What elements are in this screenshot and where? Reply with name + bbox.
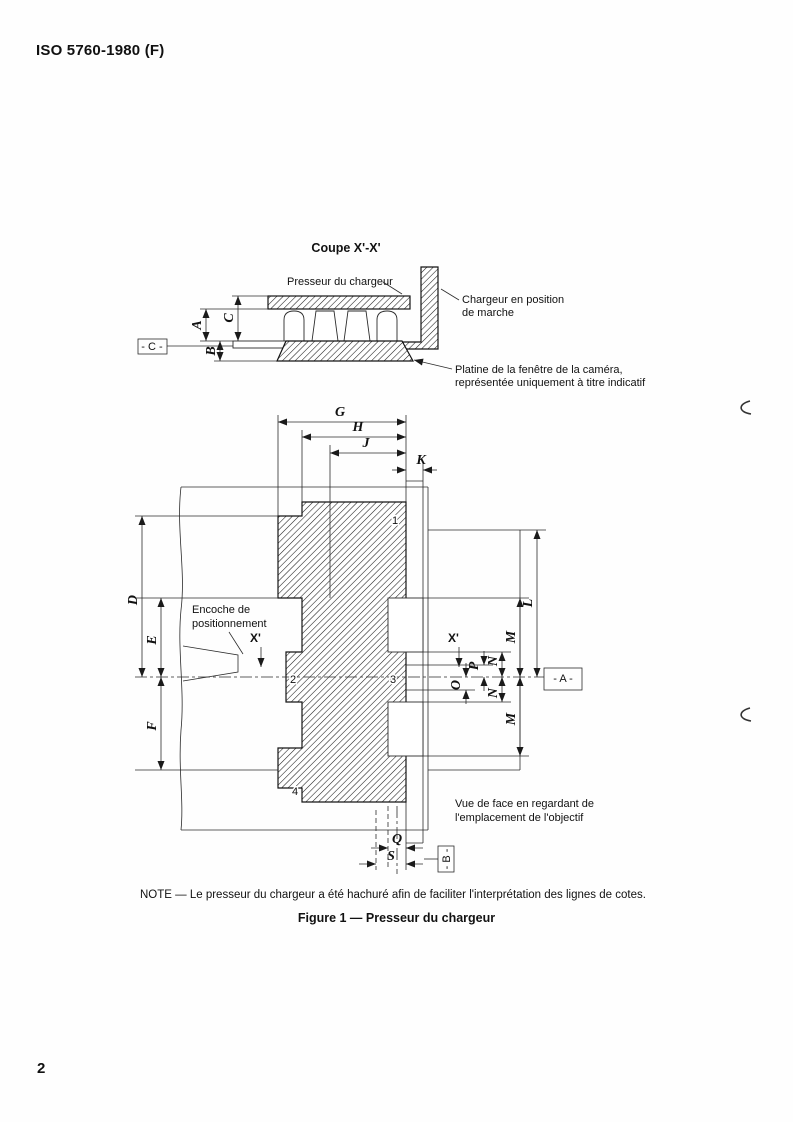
datum-a-box xyxy=(543,667,583,691)
presseur-leader-line xyxy=(382,281,403,295)
platine-label-line2: représentée uniquement à titre indicatif xyxy=(455,377,646,389)
dim-label-m-lower: M xyxy=(504,712,519,726)
positioning-notch xyxy=(182,645,239,682)
page-number: 2 xyxy=(37,1060,46,1077)
dim-label-c: C xyxy=(222,313,237,323)
dim-label-b: B xyxy=(204,346,219,356)
datum-a-label: - A - xyxy=(553,673,573,685)
top-extension-lines xyxy=(277,415,424,516)
dim-label-s: S xyxy=(387,849,395,864)
vue-label-line1: Vue de face en regardant de xyxy=(455,798,594,810)
datum-b-label: - B - xyxy=(441,848,453,869)
base-lip xyxy=(232,340,287,349)
section-extension-lines xyxy=(200,295,277,362)
dim-label-l: L xyxy=(521,599,536,609)
dim-label-f: F xyxy=(145,721,160,732)
chargeur-label-line1: Chargeur en position xyxy=(462,294,564,306)
vue-label-line2: l'emplacement de l'objectif xyxy=(455,812,584,824)
section-marker-left: X' xyxy=(250,631,261,645)
section-view-title: Coupe X'-X' xyxy=(311,241,380,255)
figure-caption: Figure 1 — Presseur du chargeur xyxy=(297,911,496,925)
lower-window xyxy=(387,701,424,757)
right-extension-lines xyxy=(423,529,546,757)
presseur-label: Presseur du chargeur xyxy=(287,276,393,288)
dim-label-h: H xyxy=(352,420,365,435)
part-number-3: 3 xyxy=(390,674,396,686)
break-line xyxy=(179,486,183,831)
platine-label-line1: Platine de la fenêtre de la caméra, xyxy=(455,364,623,376)
dim-label-o: O xyxy=(449,680,464,690)
part-number-2: 2 xyxy=(290,674,296,686)
dim-label-k: K xyxy=(415,453,427,468)
platine-leader-line xyxy=(413,358,453,370)
dim-label-j: J xyxy=(362,436,371,451)
dim-label-m-upper: M xyxy=(504,630,519,644)
dim-label-d: D xyxy=(126,595,141,606)
chargeur-label-line2: de marche xyxy=(462,307,514,319)
section-view: Coupe X'-X' Presseur du chargeur - C - xyxy=(137,241,646,389)
pressure-pads xyxy=(283,310,398,342)
platine-section xyxy=(276,340,415,362)
section-marker-right: X' xyxy=(448,631,459,645)
encoche-label-line2: positionnement xyxy=(192,618,267,630)
note-text: NOTE — Le presseur du chargeur a été hac… xyxy=(140,889,646,901)
datum-b-box xyxy=(437,845,455,873)
dim-label-n-lower: N xyxy=(486,687,501,699)
encoche-label-line1: Encoche de xyxy=(192,604,250,616)
chargeur-leader-line xyxy=(440,288,460,301)
dim-label-p: P xyxy=(467,661,482,670)
dim-label-n-upper: N xyxy=(486,655,501,667)
upper-window xyxy=(387,597,424,653)
dim-label-g: G xyxy=(335,405,345,420)
dim-label-a: A xyxy=(190,320,205,330)
presseur-front-outline xyxy=(277,501,407,803)
wall-strip xyxy=(405,480,424,844)
dim-label-q: Q xyxy=(392,832,402,847)
dim-label-e: E xyxy=(145,635,160,645)
datum-b: - B - xyxy=(437,845,455,873)
presseur-bar-section xyxy=(267,295,411,310)
datum-c-label: - C - xyxy=(141,341,163,353)
scan-marks xyxy=(740,400,752,722)
front-view: G H J K D E F Encoche de positi xyxy=(126,405,594,874)
part-number-4: 4 xyxy=(292,786,298,798)
document-header: ISO 5760-1980 (F) xyxy=(36,42,165,59)
encoche-leader-line xyxy=(228,631,244,655)
part-number-1: 1 xyxy=(392,515,398,527)
datum-c-box xyxy=(137,338,168,355)
